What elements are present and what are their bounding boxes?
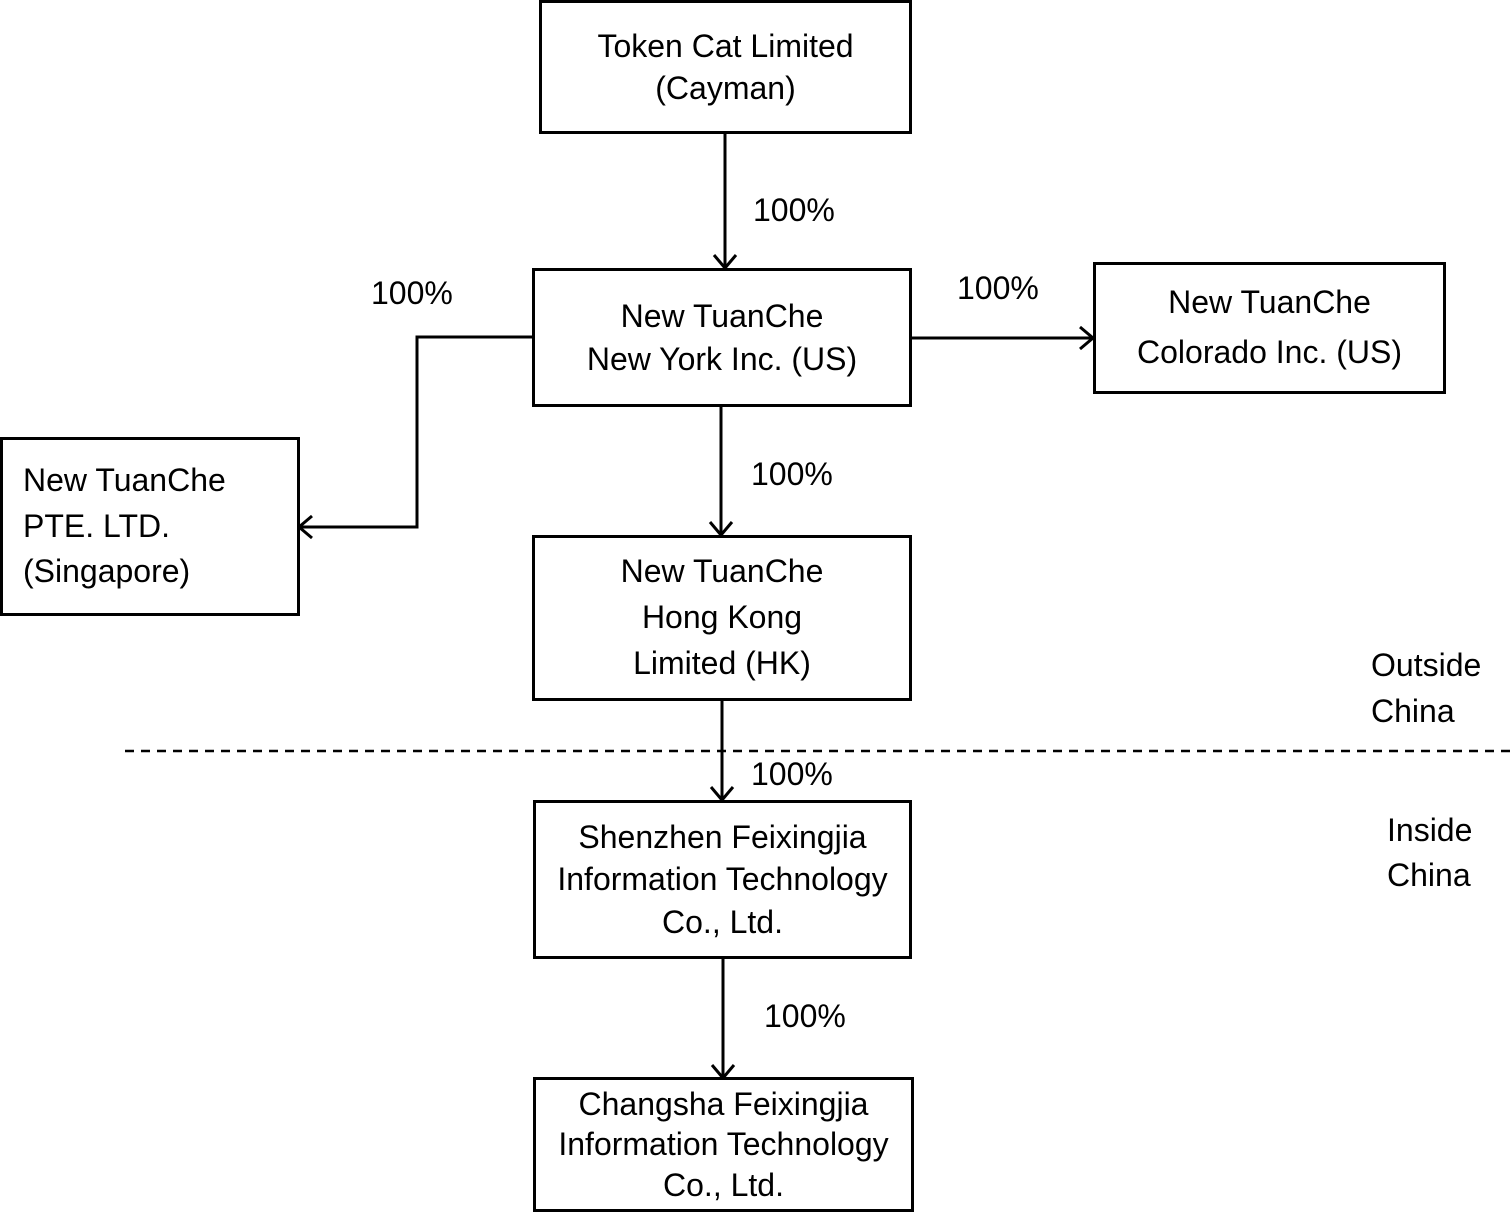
ownership-label-shenzhen-to-changsha: 100%	[764, 998, 846, 1034]
entity-jurisdiction-line: (Cayman)	[655, 70, 796, 106]
entity-name-line: Information Technology	[558, 1126, 889, 1163]
entity-name-line: New TuanChe	[620, 553, 824, 590]
entity-name-line: New York Inc. (US)	[586, 340, 858, 377]
entity-new-tuanche-singapore: New TuanChe PTE. LTD. (Singapore)	[0, 437, 300, 616]
entity-jurisdiction-line: (Singapore)	[23, 553, 191, 590]
entity-name-line: Information Technology	[557, 861, 888, 898]
entity-name-line: New TuanChe	[620, 298, 824, 335]
entity-name-line: PTE. LTD.	[23, 507, 170, 544]
entity-name-line: New TuanChe	[1168, 284, 1371, 321]
entity-name-line: Co., Ltd.	[663, 1166, 784, 1203]
region-line: Inside	[1387, 812, 1473, 848]
region-label-inside-china: Inside China	[1387, 808, 1472, 898]
entity-new-tuanche-colorado: New TuanChe Colorado Inc. (US)	[1093, 262, 1446, 394]
entity-name-line: Token Cat Limited	[597, 27, 854, 64]
ownership-label-token-cat-to-ny: 100%	[753, 192, 835, 228]
region-label-outside-china: Outside China	[1371, 642, 1481, 735]
entity-changsha-feixingjia: Changsha Feixingjia Information Technolo…	[533, 1077, 914, 1212]
region-line: China	[1371, 693, 1455, 730]
entity-new-tuanche-hong-kong: New TuanChe Hong Kong Limited (HK)	[532, 535, 912, 701]
entity-name-line: Colorado Inc. (US)	[1137, 334, 1402, 370]
ownership-label-ny-to-singapore: 100%	[371, 275, 453, 311]
entity-new-tuanche-new-york: New TuanChe New York Inc. (US)	[532, 268, 912, 407]
ownership-label-hk-to-shenzhen: 100%	[751, 756, 833, 792]
entity-token-cat: Token Cat Limited (Cayman)	[539, 0, 912, 134]
ownership-label-ny-to-hk: 100%	[751, 456, 833, 492]
ownership-label-ny-to-colorado: 100%	[957, 270, 1039, 306]
region-line: Outside	[1371, 647, 1482, 683]
entity-name-line: Limited (HK)	[633, 644, 811, 681]
entity-name-line: Changsha Feixingjia	[578, 1085, 869, 1122]
entity-name-line: Hong Kong	[641, 599, 803, 636]
region-line: China	[1387, 856, 1471, 893]
entity-name-line: New TuanChe	[23, 461, 226, 498]
entity-shenzhen-feixingjia: Shenzhen Feixingjia Information Technolo…	[533, 800, 912, 959]
entity-name-line: Co., Ltd.	[662, 903, 783, 940]
entity-name-line: Shenzhen Feixingjia	[578, 819, 867, 856]
arrow-ny-to-singapore	[299, 335, 534, 529]
